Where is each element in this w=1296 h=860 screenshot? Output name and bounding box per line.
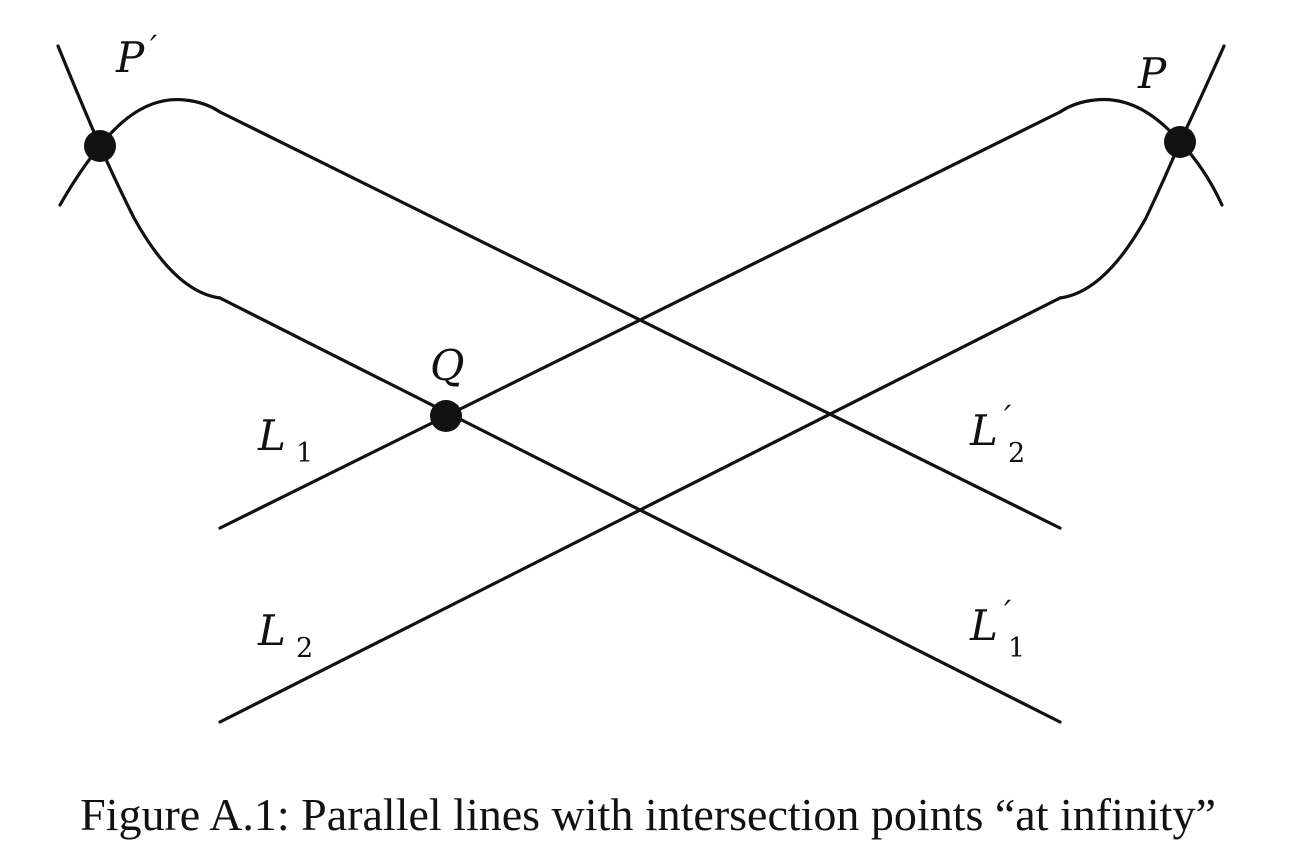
curve-right-upper-branch — [1058, 97, 1224, 207]
point-p-prime — [84, 130, 116, 162]
curve-right-point-at-infinity — [1058, 44, 1226, 300]
svg-text:′: ′ — [1004, 593, 1012, 631]
svg-text:1: 1 — [1008, 633, 1025, 664]
line-l1-prime — [218, 296, 1062, 724]
label-l2: L 2 — [257, 606, 313, 664]
label-p-prime: P ′ — [115, 28, 158, 82]
diagram: P ′ P Q L 1 L 2 L ′ 2 L ′ 1 — [56, 28, 1226, 724]
label-l2-prime: L ′ 2 — [969, 398, 1025, 469]
svg-text:P: P — [1137, 49, 1167, 98]
line-l2-prime — [218, 110, 1062, 530]
label-l1: L 1 — [257, 411, 313, 469]
svg-text:L: L — [969, 601, 998, 650]
curve-left-point-at-infinity — [56, 44, 222, 300]
point-q — [430, 400, 462, 432]
svg-text:Q: Q — [430, 341, 464, 390]
svg-text:P: P — [115, 33, 145, 82]
svg-text:2: 2 — [1008, 438, 1025, 469]
point-p — [1164, 126, 1196, 158]
svg-text:2: 2 — [296, 633, 313, 664]
label-p: P — [1137, 49, 1167, 98]
label-q: Q — [430, 341, 464, 390]
svg-text:1: 1 — [296, 438, 313, 469]
svg-text:L: L — [257, 606, 286, 655]
svg-text:L: L — [257, 411, 286, 460]
svg-text:L: L — [969, 406, 998, 455]
svg-text:′: ′ — [150, 28, 158, 66]
svg-text:′: ′ — [1004, 398, 1012, 436]
label-l1-prime: L ′ 1 — [969, 593, 1025, 664]
curve-left-upper-branch — [58, 97, 222, 207]
figure-caption: Figure A.1: Parallel lines with intersec… — [80, 789, 1216, 840]
